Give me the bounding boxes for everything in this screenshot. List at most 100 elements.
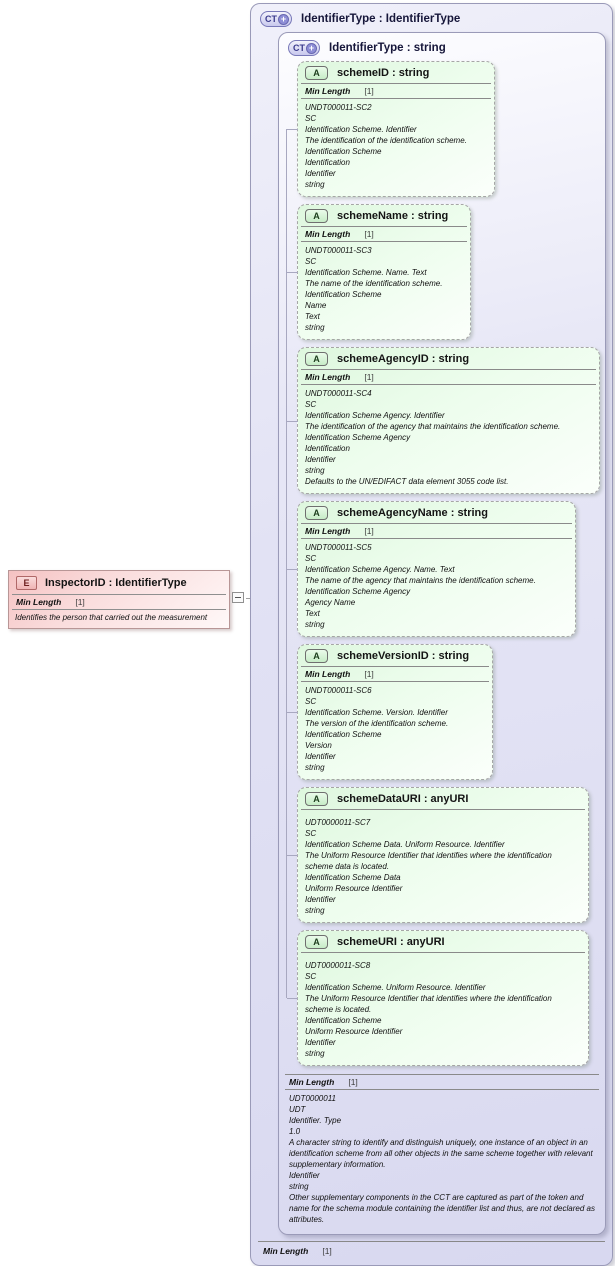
ct-glyph: CT — [293, 43, 305, 53]
attr-box-schemename[interactable]: A schemeName : string Min Length [1] UND… — [287, 204, 471, 340]
schema-diagram-page: { "element_box": { "icon": "E", "title":… — [8, 3, 613, 1266]
element-title: InspectorID : IdentifierType — [45, 577, 187, 589]
element-box-inspectorid[interactable]: E InspectorID : IdentifierType Min Lengt… — [8, 570, 230, 629]
annotation-line: Name — [305, 301, 327, 310]
outer-type-facet-row: Min Length [1] — [251, 1242, 612, 1265]
attr-title: schemeDataURI : anyURI — [337, 793, 469, 805]
annotation-line: Identification Scheme. Identifier — [305, 125, 417, 134]
attr-header[interactable]: A schemeID : string — [298, 62, 494, 83]
annotation-line: SC — [305, 114, 317, 123]
facet-label: Min Length — [305, 86, 351, 96]
attr-title: schemeVersionID : string — [337, 650, 470, 662]
annotation-line: string — [305, 180, 325, 189]
annotation-line: Identifier — [305, 752, 336, 761]
annotation-line: UDT0000011-SC7 — [305, 818, 371, 827]
attr-header[interactable]: A schemeName : string — [298, 205, 470, 226]
inner-type-header[interactable]: CT + IdentifierType : string — [279, 33, 605, 61]
facet-label: Min Length — [289, 1077, 335, 1087]
annotation-line: Identification — [305, 158, 350, 167]
annotation-line: The name of the identification scheme. — [305, 279, 443, 288]
annotation-line: SC — [305, 697, 317, 706]
facet-value: [1] — [75, 597, 85, 607]
facet-label: Min Length — [305, 372, 351, 382]
element-description: Identifies the person that carried out t… — [15, 613, 208, 622]
facet-value: [1] — [364, 229, 374, 239]
facet-value: [1] — [364, 86, 374, 96]
outer-type-header[interactable]: CT + IdentifierType : IdentifierType — [251, 4, 612, 32]
attr-header[interactable]: A schemeAgencyName : string — [298, 502, 575, 523]
annotation-line: string — [305, 763, 325, 772]
annotation-line: Identification Scheme — [305, 290, 382, 299]
annotation-line: Identifier — [305, 455, 336, 464]
attr-facet-row: Min Length [1] — [301, 369, 596, 385]
annotation-line: The identification of the identification… — [305, 136, 467, 145]
attr-header-rule — [301, 952, 585, 957]
facet-value: [1] — [322, 1246, 332, 1256]
annotation-line: Identification Scheme Agency — [305, 587, 411, 596]
annotation-line: UDT — [289, 1105, 306, 1114]
attribute-icon: A — [305, 792, 328, 806]
attr-header[interactable]: A schemeAgencyID : string — [298, 348, 599, 369]
annotation-line: UNDT000011-SC5 — [305, 543, 372, 552]
facet-value: [1] — [364, 372, 374, 382]
annotation-line: Version — [305, 741, 332, 750]
attribute-icon: A — [305, 935, 328, 949]
attr-header[interactable]: A schemeDataURI : anyURI — [298, 788, 588, 809]
annotation-line: Text — [305, 312, 320, 321]
attr-header[interactable]: A schemeURI : anyURI — [298, 931, 588, 952]
annotation-line: UDT0000011 — [289, 1094, 336, 1103]
annotation-line: The Uniform Resource Identifier that ide… — [305, 994, 552, 1014]
annotation-line: SC — [305, 554, 317, 563]
attr-box-schemeagencyid[interactable]: A schemeAgencyID : string Min Length [1]… — [287, 347, 600, 494]
attr-header[interactable]: A schemeVersionID : string — [298, 645, 492, 666]
annotation-line: SC — [305, 400, 317, 409]
attribute-icon: A — [305, 506, 328, 520]
annotation-line: Identification Scheme. Version. Identifi… — [305, 708, 448, 717]
plus-icon: + — [306, 42, 317, 54]
annotation-line: UNDT000011-SC2 — [305, 103, 372, 112]
facet-value: [1] — [348, 1077, 358, 1087]
annotation-line: UNDT000011-SC4 — [305, 389, 372, 398]
collapse-minus-icon[interactable] — [232, 592, 244, 603]
complex-type-icon: CT + — [260, 11, 292, 27]
element-icon: E — [16, 576, 37, 590]
annotation-line: Identification Scheme Agency. Name. Text — [305, 565, 455, 574]
attr-box-schemeagencyname[interactable]: A schemeAgencyName : string Min Length [… — [287, 501, 576, 637]
attr-box-schemeid[interactable]: A schemeID : string Min Length [1] UNDT0… — [287, 61, 495, 197]
attr-title: schemeID : string — [337, 67, 430, 79]
annotation-line: string — [289, 1182, 309, 1191]
element-header[interactable]: E InspectorID : IdentifierType — [9, 571, 229, 594]
inner-type-facet-row: Min Length [1] — [285, 1074, 599, 1090]
annotation-line: Identification Scheme. Uniform Resource.… — [305, 983, 486, 992]
facet-label: Min Length — [263, 1246, 309, 1256]
facet-label: Min Length — [16, 597, 62, 607]
annotation-line: Identification Scheme — [305, 730, 382, 739]
annotation-line: SC — [305, 829, 317, 838]
attr-header-rule — [301, 809, 585, 814]
inner-type-box: CT + IdentifierType : string A schemeID … — [278, 32, 606, 1235]
facet-value: [1] — [364, 669, 374, 679]
facet-label: Min Length — [305, 526, 351, 536]
annotation-line: UDT0000011-SC8 — [305, 961, 371, 970]
attr-box-schemeversionid[interactable]: A schemeVersionID : string Min Length [1… — [287, 644, 493, 780]
inner-type-title: IdentifierType : string — [329, 42, 446, 54]
facet-label: Min Length — [305, 229, 351, 239]
annotation-line: Other supplementary components in the CC… — [289, 1193, 595, 1224]
attr-title: schemeName : string — [337, 210, 449, 222]
annotation-line: string — [305, 906, 325, 915]
outer-type-box: CT + IdentifierType : IdentifierType CT … — [250, 3, 613, 1266]
annotation-line: UNDT000011-SC3 — [305, 246, 372, 255]
attr-facet-row: Min Length [1] — [301, 226, 467, 242]
annotation-line: Uniform Resource Identifier — [305, 1027, 403, 1036]
facet-label: Min Length — [305, 669, 351, 679]
annotation-line: string — [305, 620, 325, 629]
annotation-line: Defaults to the UN/EDIFACT data element … — [305, 477, 509, 486]
